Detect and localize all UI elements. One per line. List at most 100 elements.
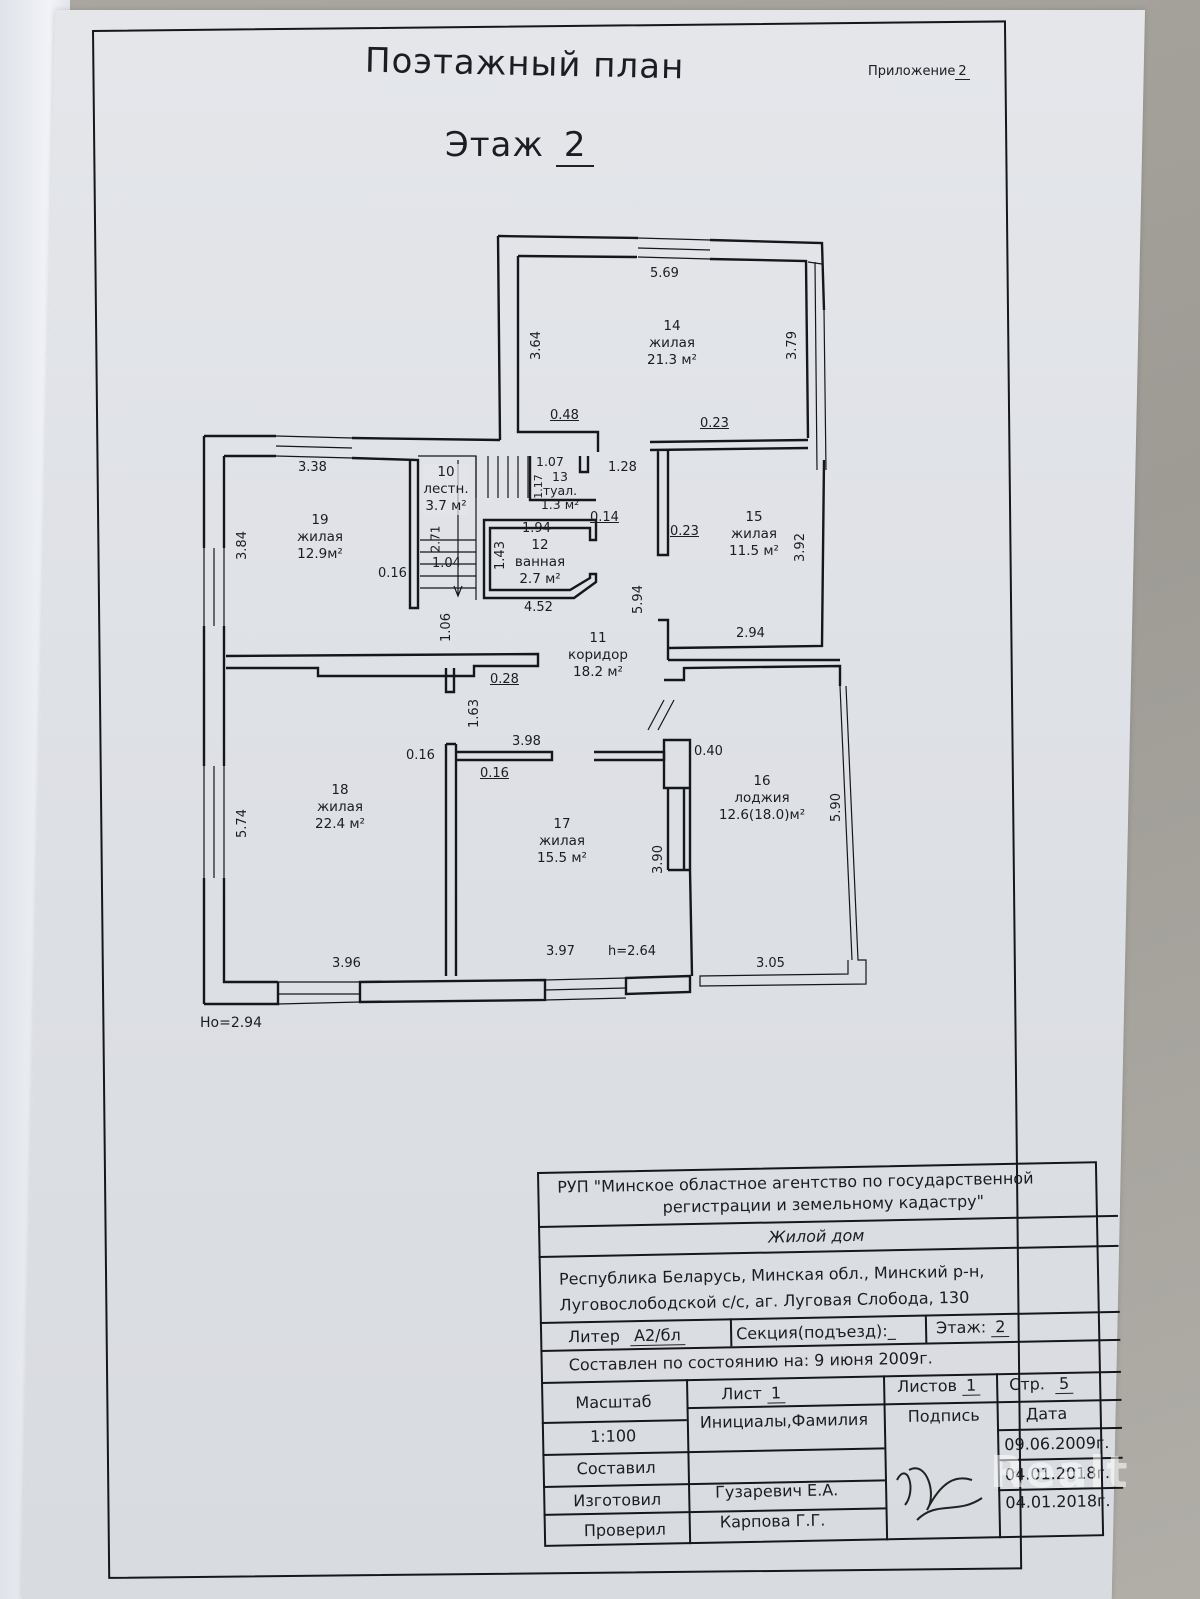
room-area: 11.5 м²	[729, 543, 779, 559]
dim-r17-width: 3.97	[546, 944, 575, 959]
liter-field: Литер А2/бл	[568, 1325, 685, 1346]
dim-wall-028: 0.28	[490, 672, 519, 687]
wall-partition-17-corridor	[594, 750, 666, 762]
wall-partition-18-17	[444, 742, 554, 976]
room-name: лоджия	[734, 790, 790, 806]
sheet-label: Лист	[721, 1383, 763, 1404]
scale-label: Масштаб	[575, 1391, 652, 1413]
watermark: Realt	[990, 1447, 1130, 1498]
room-17-label: 17 жилая 15.5 м²	[537, 816, 587, 867]
dim-r15-height: 3.92	[792, 533, 808, 562]
wall-room-18-left	[202, 626, 278, 1004]
window-bottom	[277, 977, 627, 1005]
room-number: 10	[437, 464, 455, 480]
room-area: 15.5 м²	[537, 850, 587, 866]
dim-wall-016-r19: 0.16	[378, 566, 407, 581]
room-number: 13	[552, 469, 568, 484]
liter-label: Литер	[567, 1326, 621, 1347]
sheets-value: 1	[961, 1375, 981, 1396]
dim-r16-width: 3.05	[756, 956, 785, 971]
floor-value: 2	[991, 1316, 1010, 1338]
section-field: Секция(подъезд):_	[736, 1321, 896, 1343]
ground-height: Hо=2.94	[200, 1015, 262, 1031]
wall-bottom	[204, 974, 692, 1006]
wall-toilet	[528, 456, 596, 502]
room-number: 19	[311, 512, 329, 528]
dim-wall-014: 0.14	[590, 510, 619, 525]
dim-r17-width-top: 3.98	[512, 734, 541, 749]
dim-stair-104: 1.04	[432, 556, 461, 571]
wall-room-14	[497, 234, 826, 439]
room-number: 11	[589, 630, 607, 646]
room-name: жилая	[317, 799, 363, 815]
dim-ceiling-height: h=2.64	[608, 944, 657, 959]
role-row-1: Составил	[576, 1457, 656, 1479]
room-number: 16	[753, 773, 771, 789]
window-room-14-right	[807, 261, 827, 471]
room-12-label: 12 ванная 2.7 м²	[515, 537, 565, 588]
dim-r19-width: 3.38	[298, 460, 327, 475]
dim-r17-height: 3.90	[650, 845, 666, 874]
room-area: 21.3 м²	[647, 352, 697, 368]
wall-loggia-top	[664, 664, 842, 686]
room-name: жилая	[649, 335, 695, 351]
floor-heading: Этаж 2	[445, 125, 595, 167]
room-number: 14	[663, 318, 681, 334]
floor-label: Этаж	[445, 125, 545, 165]
scale-value: 1:100	[589, 1426, 637, 1447]
room-10-label: 10 лестн. 3.7 м²	[423, 464, 469, 515]
appendix-text: Приложение	[868, 64, 956, 79]
wall-stub	[444, 668, 456, 694]
dim-r14-left: 3.64	[528, 331, 544, 360]
sheet-field: Лист 1	[721, 1383, 786, 1404]
room-name: жилая	[731, 526, 777, 542]
appendix-number: 2	[955, 64, 970, 80]
room-19-label: 19 жилая 12.9м²	[297, 512, 343, 563]
window-room-14-top	[637, 237, 711, 260]
room-name: жилая	[539, 833, 585, 849]
room-area: 22.4 м²	[315, 816, 365, 832]
dim-r14-width: 5.69	[650, 266, 679, 281]
dim-corr-452: 4.52	[524, 600, 553, 615]
window-room-18-left	[203, 766, 225, 878]
dim-r15-width: 2.94	[736, 626, 765, 641]
dim-bath-194: 1.94	[522, 521, 551, 536]
room-area: 12.9м²	[297, 546, 343, 562]
room-number: 12	[531, 537, 549, 553]
page-field: Стр. 5	[1009, 1373, 1074, 1395]
dim-corr-594: 5.94	[630, 585, 646, 614]
dim-wall-016-b: 0.16	[480, 766, 509, 781]
room-area: 2.7 м²	[519, 571, 561, 587]
col-sign-header: Подпись	[907, 1405, 980, 1426]
dim-corr-128: 1.28	[608, 460, 637, 475]
name-row-3: Карпова Г.Г.	[719, 1510, 826, 1532]
room-area: 1.3 м²	[540, 497, 580, 512]
room-16-label: 16 лоджия 12.6(18.0)м²	[719, 773, 805, 824]
room-number: 17	[553, 816, 571, 832]
dim-r18-height: 5.74	[234, 809, 250, 838]
sheets-field: Листов 1	[897, 1375, 981, 1397]
loggia-glazing	[699, 685, 867, 987]
window-room-19-left	[203, 548, 225, 626]
dim-r18-width: 3.96	[332, 956, 361, 971]
floor-label: Этаж:	[935, 1317, 987, 1338]
wall-room-19	[202, 434, 501, 610]
floor-number: 2	[555, 125, 595, 167]
dim-wall-040: 0.40	[694, 744, 723, 759]
sheet-value: 1	[766, 1383, 786, 1404]
room-15-label: 15 жилая 11.5 м²	[729, 509, 779, 560]
room-name: жилая	[297, 529, 343, 545]
sheets-label: Листов	[897, 1375, 958, 1397]
col-date-header: Дата	[1025, 1403, 1068, 1424]
role-row-3: Проверил	[583, 1519, 667, 1541]
section-value: _	[887, 1321, 896, 1341]
dim-r19-height: 3.84	[234, 531, 250, 560]
room-number: 18	[331, 782, 349, 798]
dim-r16-height: 5.90	[828, 793, 844, 822]
room-area: 18.2 м²	[573, 664, 623, 680]
name-row-2: Гузаревич Е.А.	[714, 1480, 839, 1502]
wall-room-14-left	[496, 235, 600, 452]
window-room-19-top	[275, 435, 353, 459]
